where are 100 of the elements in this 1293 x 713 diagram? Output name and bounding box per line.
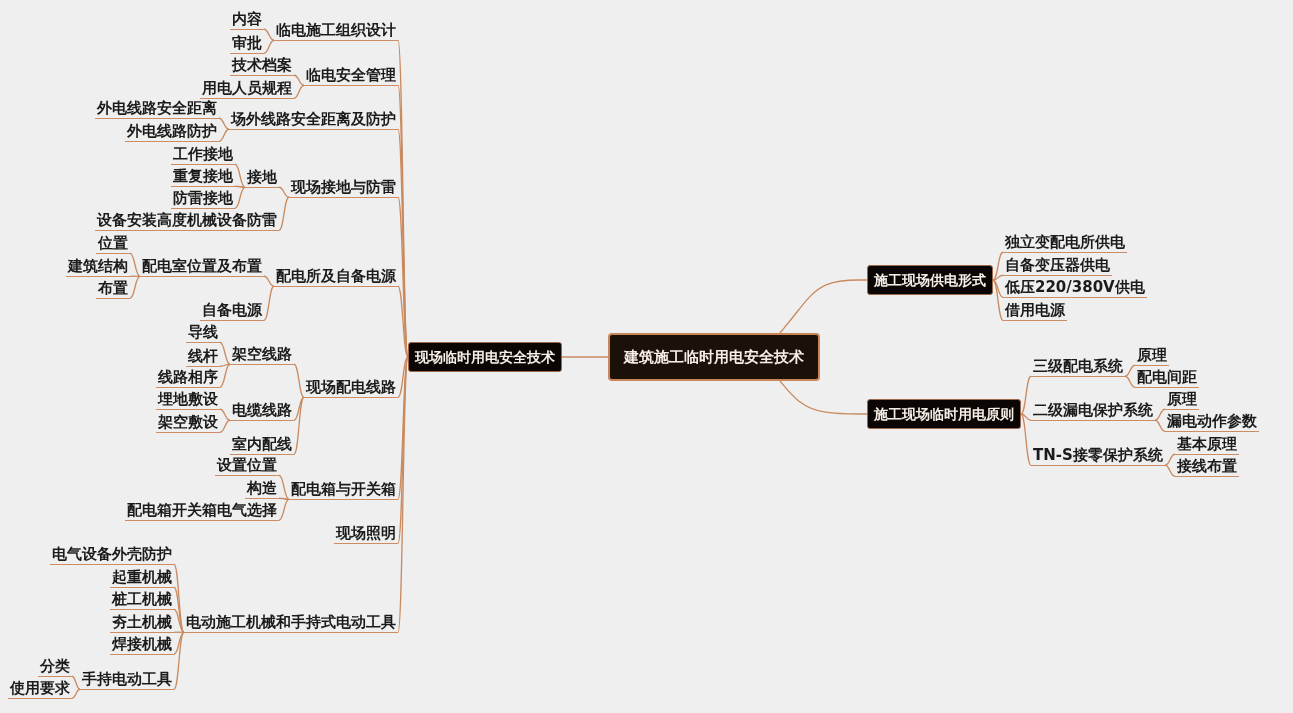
connector-line bbox=[218, 117, 230, 130]
connector-line bbox=[992, 251, 1004, 281]
connector-line bbox=[1164, 464, 1176, 477]
subtopic-label: 外电线路防护 bbox=[125, 122, 219, 142]
connector-line bbox=[173, 586, 185, 633]
connector-line bbox=[129, 252, 141, 277]
connector-line bbox=[219, 408, 231, 421]
connector-line bbox=[129, 275, 141, 277]
subtopic-label: 防雷接地 bbox=[171, 189, 235, 209]
subtopic-label: 现场接地与防雷 bbox=[289, 178, 398, 198]
subtopic-label: 手持电动工具 bbox=[80, 670, 174, 690]
connector-line bbox=[1154, 408, 1166, 421]
subtopic-label: 原理 bbox=[1135, 346, 1169, 366]
connector-line bbox=[129, 275, 141, 299]
connector-line bbox=[234, 163, 246, 188]
connector-line bbox=[263, 28, 275, 41]
connector-line bbox=[1164, 453, 1176, 466]
connector-line bbox=[263, 275, 275, 287]
subtopic-label: 自备电源 bbox=[200, 301, 264, 321]
connector-line bbox=[293, 363, 305, 398]
subtopic-label: 室内配线 bbox=[230, 435, 294, 455]
subtopic-label: 现场配电线路 bbox=[304, 378, 398, 398]
subtopic-label: 焊接机械 bbox=[110, 635, 174, 655]
subtopic-label: 起重机械 bbox=[110, 568, 174, 588]
subtopic-label: 接线布置 bbox=[1175, 457, 1239, 477]
subtopic-label: 二级漏电保护系统 bbox=[1031, 401, 1155, 421]
connector-line bbox=[293, 84, 305, 99]
connector-line bbox=[397, 356, 409, 500]
subtopic-label: 临电施工组织设计 bbox=[274, 21, 398, 41]
connector-line bbox=[293, 396, 305, 455]
subtopic-label: 配电箱与开关箱 bbox=[289, 480, 398, 500]
subtopic-label: 电缆线路 bbox=[230, 401, 294, 421]
subtopic-label: 重复接地 bbox=[171, 167, 235, 187]
connector-line bbox=[1124, 375, 1136, 388]
subtopic-label: 电动施工机械和手持式电动工具 bbox=[184, 613, 398, 633]
subtopic-label: 夯土机械 bbox=[110, 613, 174, 633]
subtopic-label: 构造 bbox=[245, 479, 279, 499]
connector-line bbox=[561, 356, 609, 358]
subtopic-label: TN-S接零保护系统 bbox=[1031, 446, 1165, 466]
subtopic-label: 导线 bbox=[186, 323, 220, 343]
main-topic-box: 现场临时用电安全技术 bbox=[408, 342, 562, 372]
connector-line bbox=[397, 356, 409, 398]
subtopic-label: 场外线路安全距离及防护 bbox=[229, 110, 398, 130]
subtopic-label: 临电安全管理 bbox=[304, 66, 398, 86]
subtopic-label: 建筑结构 bbox=[66, 257, 130, 277]
connector-line bbox=[278, 186, 290, 198]
connector-line bbox=[1020, 375, 1032, 415]
connector-line bbox=[293, 74, 305, 86]
connector-line bbox=[779, 380, 868, 415]
subtopic-label: 配电箱开关箱电气选择 bbox=[125, 501, 279, 521]
connector-line bbox=[219, 341, 231, 365]
subtopic-label: 使用要求 bbox=[8, 679, 72, 699]
connector-line bbox=[1124, 364, 1136, 377]
connector-line bbox=[173, 631, 185, 655]
central-topic-box: 建筑施工临时用电安全技术 bbox=[608, 333, 820, 381]
subtopic-label: 自备变压器供电 bbox=[1003, 256, 1112, 276]
subtopic-label: 设置位置 bbox=[215, 456, 279, 476]
subtopic-label: 线杆 bbox=[186, 347, 220, 367]
connector-line bbox=[1154, 419, 1166, 432]
connector-line bbox=[992, 279, 1004, 298]
subtopic-label: 架空敷设 bbox=[156, 413, 220, 433]
subtopic-label: 电气设备外壳防护 bbox=[50, 545, 174, 565]
subtopic-label: 接地 bbox=[245, 168, 279, 188]
subtopic-label: 现场照明 bbox=[334, 524, 398, 544]
subtopic-label: 独立变配电所供电 bbox=[1003, 233, 1127, 253]
subtopic-label: 用电人员规程 bbox=[200, 79, 294, 99]
subtopic-label: 架空线路 bbox=[230, 345, 294, 365]
connector-line bbox=[397, 196, 409, 358]
main-topic-box: 施工现场供电形式 bbox=[867, 265, 993, 295]
connector-line bbox=[218, 128, 230, 142]
subtopic-label: 漏电动作参数 bbox=[1165, 412, 1259, 432]
connector-line bbox=[1020, 413, 1032, 466]
connector-line bbox=[278, 497, 290, 500]
subtopic-label: 工作接地 bbox=[171, 145, 235, 165]
subtopic-label: 设备安装高度机械设备防雷 bbox=[95, 211, 279, 231]
connector-line bbox=[397, 285, 409, 358]
subtopic-label: 基本原理 bbox=[1175, 435, 1239, 455]
connector-line bbox=[219, 363, 231, 388]
connector-line bbox=[173, 608, 185, 633]
connector-line bbox=[278, 474, 290, 500]
subtopic-label: 借用电源 bbox=[1003, 301, 1067, 321]
subtopic-label: 外电线路安全距离 bbox=[95, 99, 219, 119]
connector-line bbox=[278, 498, 290, 521]
connector-line bbox=[263, 39, 275, 54]
subtopic-label: 低压220/380V供电 bbox=[1003, 278, 1147, 298]
subtopic-label: 分类 bbox=[38, 657, 72, 677]
connector-line bbox=[263, 285, 275, 321]
connector-line bbox=[219, 419, 231, 433]
subtopic-label: 线路相序 bbox=[156, 368, 220, 388]
subtopic-label: 桩工机械 bbox=[110, 590, 174, 610]
subtopic-label: 位置 bbox=[96, 234, 130, 254]
connector-line bbox=[293, 396, 305, 421]
main-topic-box: 施工现场临时用电原则 bbox=[867, 399, 1021, 429]
connector-line bbox=[219, 363, 231, 367]
connector-line bbox=[234, 186, 246, 209]
connector-line bbox=[278, 196, 290, 231]
subtopic-label: 配电室位置及布置 bbox=[140, 257, 264, 277]
connector-line bbox=[173, 631, 185, 633]
subtopic-label: 审批 bbox=[230, 34, 264, 54]
connector-line bbox=[234, 185, 246, 188]
